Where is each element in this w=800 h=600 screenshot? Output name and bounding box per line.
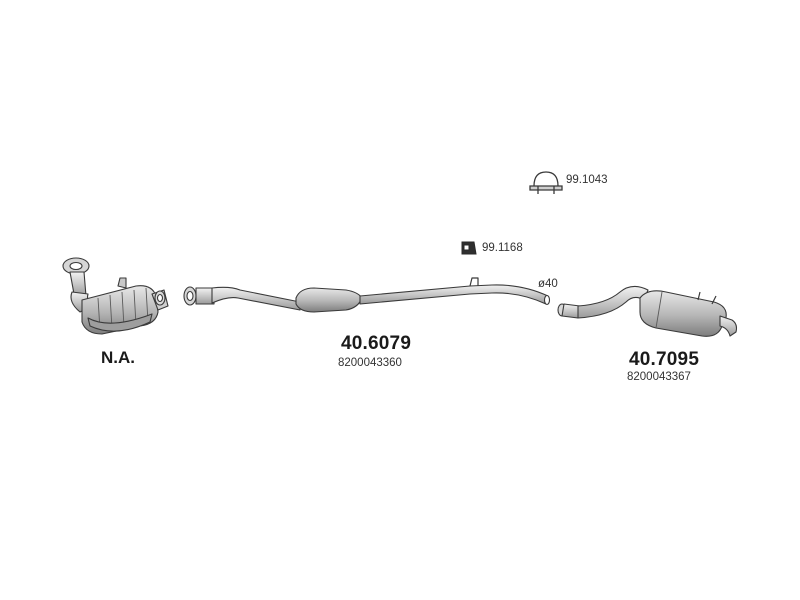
diameter-label: ø40 [538, 278, 558, 290]
rear-silencer-oem-number: 8200043367 [627, 371, 691, 383]
rear-silencer-part-number[interactable]: 40.7095 [629, 349, 700, 370]
rear-silencer-icon[interactable] [557, 285, 738, 337]
catalytic-converter-icon[interactable] [62, 257, 169, 335]
clamp-part-number[interactable]: 99.1043 [566, 174, 608, 186]
rubber-mount-part-number[interactable]: 99.1168 [482, 242, 523, 254]
middle-pipe-oem-number: 8200043360 [338, 357, 402, 369]
pipe-clamp-icon[interactable] [529, 171, 563, 194]
catalyst-label: N.A. [101, 348, 135, 367]
rubber-mount-icon[interactable] [461, 241, 477, 255]
middle-silencer-pipe-icon[interactable] [183, 277, 551, 313]
middle-pipe-part-number[interactable]: 40.6079 [341, 333, 412, 354]
